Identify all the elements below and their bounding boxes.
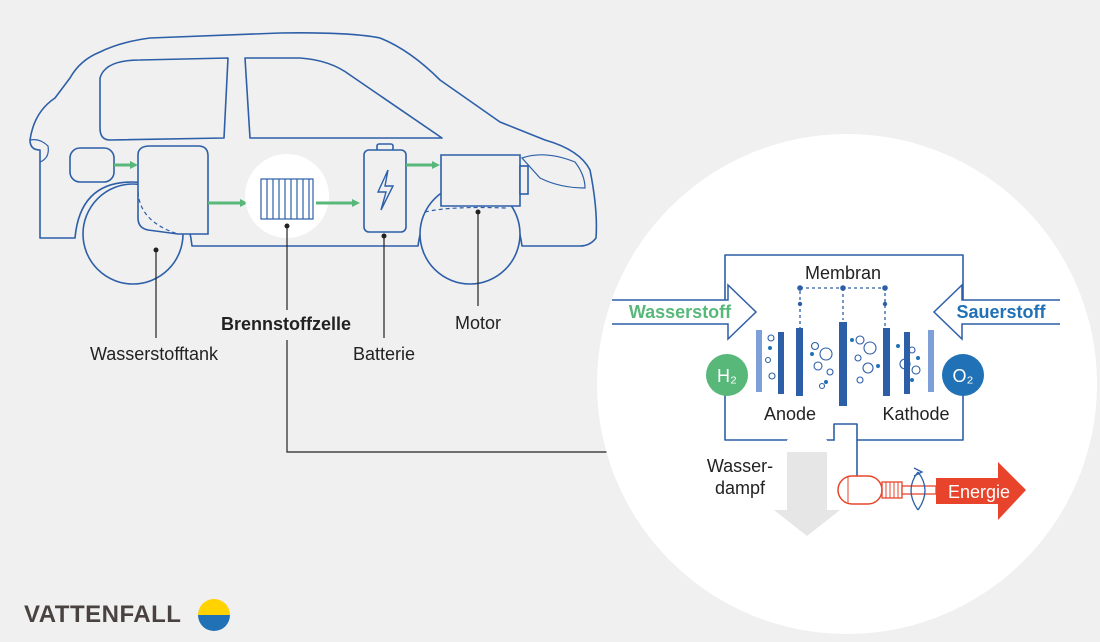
battery-body	[363, 149, 407, 233]
fuel-cell-callout-line	[286, 340, 612, 453]
energy-arrow	[936, 462, 1026, 520]
front-window	[244, 57, 443, 139]
cell-housing	[724, 254, 964, 441]
label-motor: Motor	[455, 313, 501, 333]
label-fuel-cell: Brennstoffzelle	[221, 314, 351, 334]
rear-window	[99, 57, 229, 141]
gas-bubbles	[764, 334, 921, 390]
label-hydrogen: Wasserstoff	[629, 302, 732, 322]
water-vapor-arrow	[774, 452, 840, 536]
cell-wire	[833, 423, 858, 477]
label-anode: Anode	[764, 404, 816, 424]
membrane-path	[797, 285, 888, 330]
label-oxygen: Sauerstoff	[956, 302, 1046, 322]
headlight	[520, 154, 586, 189]
h2-symbol: H₂	[717, 366, 737, 386]
fuel-cell-highlight	[245, 154, 329, 238]
o2-symbol: O₂	[953, 366, 974, 386]
label-membrane: Membran	[805, 263, 881, 283]
car-outline	[29, 32, 598, 247]
generator	[837, 475, 937, 505]
filler-cap	[69, 147, 115, 183]
taillight	[29, 139, 49, 163]
vattenfall-wordmark: VATTENFALL	[24, 601, 181, 628]
label-vapor-line1: Wasser-	[707, 456, 773, 476]
label-energy: Energie	[948, 482, 1010, 502]
vattenfall-logo-icon	[198, 599, 230, 631]
electron-dots	[768, 338, 920, 384]
o2-badge	[942, 354, 984, 396]
lightning-icon	[376, 169, 395, 211]
label-vapor-line2: dampf	[715, 478, 766, 498]
fuel-cell-stack	[260, 178, 314, 220]
hydrogen-tank	[137, 145, 209, 235]
oxygen-intake-arrow	[932, 283, 1060, 341]
motor-shaft	[519, 165, 529, 195]
label-hydrogen-tank: Wasserstofftank	[90, 344, 219, 364]
label-battery: Batterie	[353, 344, 415, 364]
motor-body	[440, 154, 521, 207]
label-cathode: Kathode	[882, 404, 949, 424]
hydrogen-intake-arrow	[612, 283, 758, 341]
h2-badge	[706, 354, 748, 396]
electrode-plates	[756, 322, 934, 406]
